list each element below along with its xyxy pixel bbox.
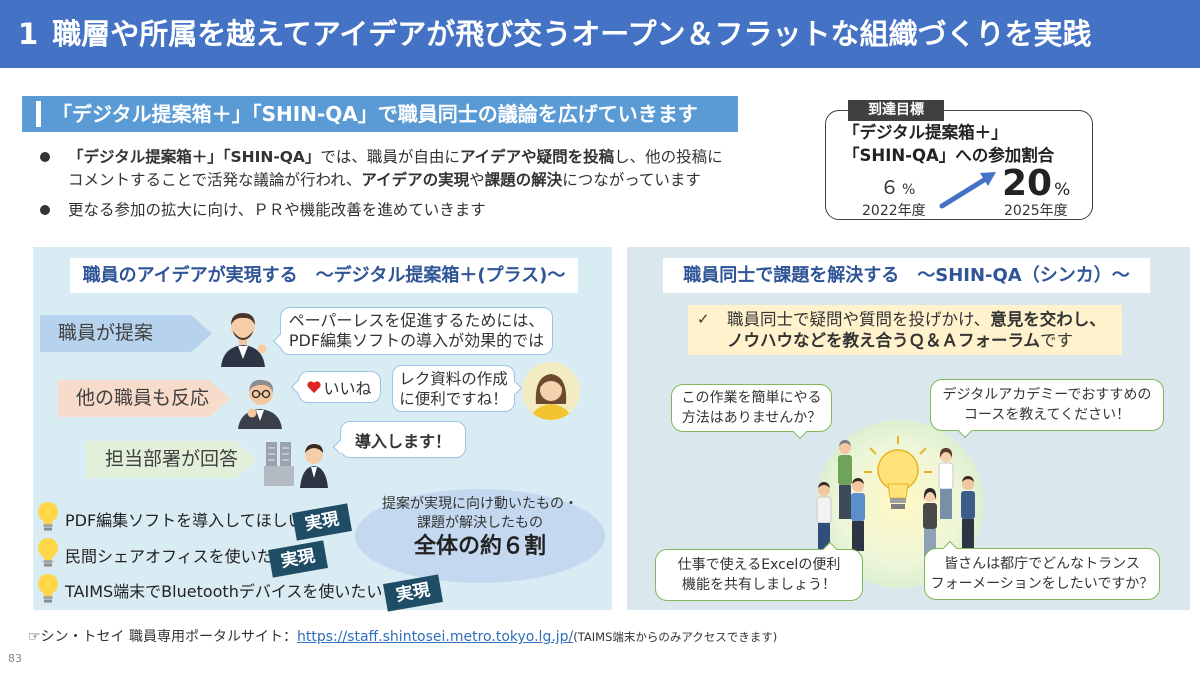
person-figure bbox=[961, 476, 975, 549]
step-label-answer: 担当部署が回答 bbox=[105, 448, 239, 470]
woman-avatar-icon bbox=[522, 362, 580, 420]
bullet-1-segment: 課題の解決 bbox=[484, 171, 563, 189]
proposal-line: ペーパーレスを促進するためには、 bbox=[288, 311, 545, 330]
bullet-dot-icon bbox=[40, 152, 50, 162]
forum-description: 職員同士で疑問や質問を投げかけ、意見を交わし、 ノウハウなどを教え合うＱ＆Ａフォ… bbox=[727, 309, 1106, 351]
bullet-1-segment: 「デジタル提案箱＋」「SHIN-QA」 bbox=[68, 148, 321, 166]
realized-item: PDF編集ソフトを導入してほしい bbox=[65, 511, 304, 530]
step-arrow-react bbox=[58, 380, 230, 417]
question-bubble: 皆さんは都庁でどんなトランス フォーメーションをしたいですか？ bbox=[924, 548, 1160, 600]
target-from-unit: % bbox=[902, 182, 916, 198]
lightbulb-icon bbox=[38, 538, 58, 567]
target-tag: 到達目標 bbox=[848, 100, 944, 121]
heart-icon bbox=[307, 381, 322, 393]
question-bubble: 仕事で使えるExcelの便利 機能を共有しましょう！ bbox=[655, 549, 863, 601]
glasses-staff-avatar-icon bbox=[238, 379, 282, 429]
target-from-year: 2022年度 bbox=[862, 203, 926, 219]
step-label-propose: 職員が提案 bbox=[58, 322, 154, 344]
comment-bubble: レク資料の作成 に便利ですね！ bbox=[392, 365, 515, 412]
summary-line: 提案が実現に向け動いたもの・ bbox=[382, 496, 578, 512]
forum-description-segment: ノウハウなどを教え合うＱ＆Ａフォーラム bbox=[727, 331, 1041, 350]
person-figure bbox=[923, 488, 937, 557]
forum-description-segment: です bbox=[1040, 331, 1074, 350]
summary-line: 課題が解決したもの bbox=[417, 515, 543, 531]
portal-link[interactable]: https://staff.shintosei.metro.tokyo.lg.j… bbox=[297, 629, 574, 645]
question-line: 機能を共有しましょう！ bbox=[682, 577, 836, 593]
target-from-number: ６ bbox=[880, 177, 900, 199]
bullet-text-2: 更なる参加の拡大に向け、ＰＲや機能改善を進めていきます bbox=[68, 201, 486, 219]
step-arrow-answer bbox=[86, 441, 256, 478]
forum-description-box bbox=[688, 305, 1122, 355]
realized-item: TAIMS端末でBluetoothデバイスを使いたい bbox=[65, 582, 383, 601]
target-to-value: 20% bbox=[1002, 164, 1070, 210]
step-arrow-propose bbox=[40, 315, 212, 352]
section-heading: 「デジタル提案箱＋」「SHIN-QA」で職員同士の議論を広げていきます bbox=[52, 102, 698, 126]
check-icon: ✓ bbox=[697, 310, 710, 328]
page-title-text: 職層や所属を越えてアイデアが飛び交うオープン＆フラットな組織づくりを実践 bbox=[52, 17, 1092, 51]
government-building-icon bbox=[264, 442, 328, 488]
left-panel-title: 職員のアイデアが実現する ～デジタル提案箱＋(プラス)～ bbox=[70, 258, 578, 293]
target-to-unit: % bbox=[1054, 180, 1071, 200]
section-heading-accent bbox=[36, 101, 41, 127]
comment-line: レク資料の作成 bbox=[399, 369, 508, 388]
section-heading-bar bbox=[22, 96, 738, 132]
page-number: 83 bbox=[8, 652, 22, 665]
bullet-dot-icon bbox=[40, 205, 50, 215]
right-panel-title: 職員同士で課題を解決する ～SHIN-QA（シンカ）～ bbox=[663, 258, 1150, 293]
question-bubble: デジタルアカデミーでおすすめの コースを教えてください！ bbox=[930, 379, 1164, 431]
lightbulb-icon bbox=[38, 502, 58, 531]
question-line: コースを教えてください！ bbox=[963, 407, 1131, 423]
question-line: デジタルアカデミーでおすすめの bbox=[942, 387, 1152, 403]
bullet-1-segment: コメントすることで活発な議論が行われ、 bbox=[68, 171, 362, 189]
summary-text: 提案が実現に向け動いたもの・ 課題が解決したもの 全体の約６割 bbox=[355, 495, 605, 561]
target-title-line-1: 「デジタル提案箱＋」 bbox=[843, 123, 1008, 142]
person-figure bbox=[838, 440, 852, 519]
bullet-1-segment: や bbox=[469, 171, 485, 189]
question-line: 皆さんは都庁でどんなトランス bbox=[944, 556, 1140, 572]
idea-discussion-illustration bbox=[816, 420, 984, 588]
staff-avatar-icon bbox=[221, 313, 267, 367]
target-to-year: 2025年度 bbox=[1004, 203, 1068, 219]
proposal-line: PDF編集ソフトの導入が効果的では bbox=[288, 331, 545, 350]
question-bubble: この作業を簡単にやる 方法はありませんか？ bbox=[671, 384, 832, 432]
bullet-1-segment: につながっています bbox=[562, 171, 701, 189]
realized-item: 民間シェアオフィスを使いたい bbox=[65, 547, 289, 566]
target-box bbox=[825, 110, 1093, 220]
footer: ☞シン・トセイ 職員専用ポータルサイト：https://staff.shinto… bbox=[28, 627, 777, 647]
like-label: いいね bbox=[323, 379, 372, 398]
comment-line: に便利ですね！ bbox=[399, 389, 508, 408]
header-bar bbox=[0, 0, 1200, 68]
lightbulb-icon bbox=[38, 574, 58, 603]
forum-description-segment: 職員同士で疑問や質問を投げかけ、 bbox=[727, 310, 991, 329]
target-title-line-2: 「SHIN-QA」への参加割合 bbox=[843, 146, 1055, 165]
proposal-bubble: ペーパーレスを促進するためには、 PDF編集ソフトの導入が効果的では bbox=[280, 307, 553, 355]
bullet-text-1: 「デジタル提案箱＋」「SHIN-QA」では、職員が自由にアイデアや疑問を投稿し、… bbox=[68, 146, 723, 192]
bullet-1-segment: し、他の投稿に bbox=[614, 148, 723, 166]
like-bubble: いいね bbox=[298, 371, 381, 403]
lightbulb-icon bbox=[864, 436, 932, 509]
summary-ellipse bbox=[355, 489, 605, 583]
page-title-number: 1 bbox=[18, 17, 39, 51]
reply-label: 導入します！ bbox=[354, 431, 451, 451]
footer-prefix: ☞シン・トセイ 職員専用ポータルサイト： bbox=[28, 629, 297, 645]
target-to-number: 20 bbox=[1002, 163, 1053, 204]
summary-highlight: 全体の約６割 bbox=[413, 534, 546, 559]
forum-description-segment: 意見を交わし、 bbox=[990, 310, 1106, 329]
person-figure bbox=[851, 478, 865, 551]
target-from-value: ６% bbox=[880, 175, 915, 203]
bullet-1-segment: アイデアや疑問を投稿 bbox=[459, 148, 615, 166]
reply-bubble: 導入します！ bbox=[340, 421, 466, 458]
person-figure bbox=[938, 448, 954, 519]
question-line: 方法はありませんか？ bbox=[681, 410, 822, 426]
bullet-1-segment: アイデアの実現 bbox=[361, 171, 470, 189]
question-line: 仕事で使えるExcelの便利 bbox=[677, 557, 841, 573]
question-line: フォーメーションをしたいですか？ bbox=[930, 576, 1154, 592]
page-title: 1 職層や所属を越えてアイデアが飛び交うオープン＆フラットな組織づくりを実践 bbox=[18, 0, 1092, 68]
question-line: この作業を簡単にやる bbox=[681, 390, 822, 406]
bullet-1-segment: では、職員が自由に bbox=[320, 148, 460, 166]
step-label-react: 他の職員も反応 bbox=[76, 387, 210, 409]
footer-note: (TAIMS端末からのみアクセスできます) bbox=[573, 630, 778, 644]
trend-arrow-icon bbox=[939, 172, 996, 209]
